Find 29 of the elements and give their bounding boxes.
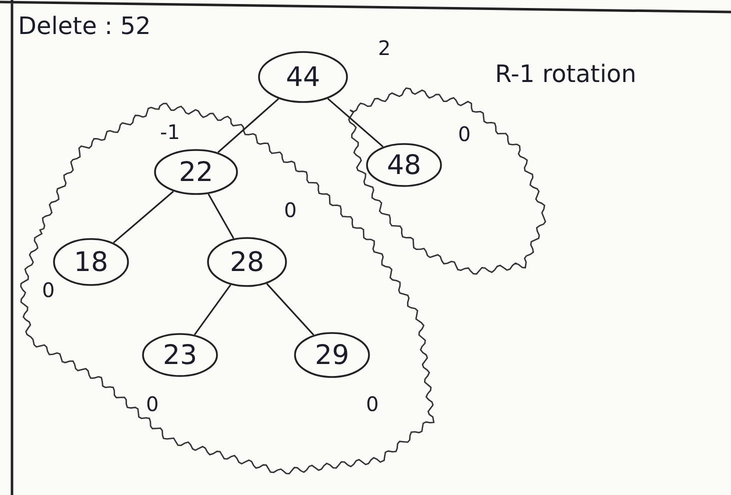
node-value: 18 xyxy=(74,246,108,278)
rotation-note: R-1 rotation xyxy=(495,60,636,88)
balance-factor: 2 xyxy=(378,36,391,60)
tree-edge xyxy=(217,98,280,153)
node-value: 28 xyxy=(230,246,264,278)
balance-factor: 0 xyxy=(284,198,297,222)
tree-node xyxy=(142,333,218,377)
tree-node xyxy=(207,237,287,287)
node-value: 22 xyxy=(178,156,214,188)
node-value: 48 xyxy=(386,150,422,180)
tree-edge xyxy=(208,194,234,239)
node-value: 29 xyxy=(314,340,350,370)
tree-edge xyxy=(194,284,232,336)
balance-factor: -1 xyxy=(160,120,180,144)
balance-factor: 0 xyxy=(366,392,379,416)
node-value: 23 xyxy=(162,340,198,370)
delete-instruction: Delete : 52 xyxy=(18,12,151,40)
balance-factor: 0 xyxy=(146,392,159,416)
tree-edge xyxy=(327,98,384,148)
tree-edge xyxy=(112,190,174,244)
tree-node xyxy=(53,238,129,286)
tree-node xyxy=(154,149,238,195)
tree-node xyxy=(366,143,442,187)
tree-node xyxy=(294,332,370,378)
tree-edge xyxy=(266,283,314,336)
balance-factor: 0 xyxy=(42,278,55,302)
node-value: 44 xyxy=(286,62,320,92)
balance-factor: 0 xyxy=(458,122,471,146)
tree-node xyxy=(258,51,348,103)
